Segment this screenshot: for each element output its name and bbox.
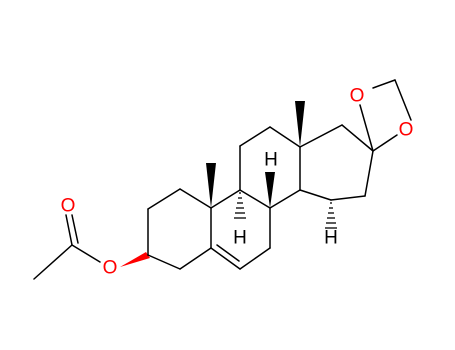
ester-c-o-bond: [71, 244, 101, 263]
ester-wedge-bond: [120, 252, 150, 267]
dioxolane-bond-4: [394, 79, 412, 121]
c8-hydrogen-wedge: [265, 172, 275, 208]
ring-a-bond-6: [147, 254, 181, 270]
ring-b-bond-4: [239, 247, 271, 270]
dioxolane-oxygen-right-label: O: [399, 120, 414, 141]
carbonyl-oxygen-label: O: [61, 196, 76, 217]
c10-methyl-wedge: [206, 163, 216, 208]
c13-methyl-wedge: [295, 101, 305, 147]
ring-b-double-bond-inner: [216, 244, 240, 262]
ring-b-bond-1: [210, 189, 241, 209]
dioxolane-bond-2: [372, 134, 398, 152]
ester-oxygen-label: O: [103, 258, 118, 279]
ring-a-bond-2: [147, 188, 181, 210]
c8-hydrogen-label: H: [264, 150, 278, 171]
dioxolane-bond-1: [359, 104, 374, 152]
ring-a-bond-5: [179, 247, 212, 270]
ring-c-bond-2: [239, 126, 271, 147]
ring-d-bond-1: [299, 124, 343, 148]
ring-c-bond-3: [269, 126, 301, 148]
ring-d-bond-2: [341, 124, 374, 152]
c14-hydrogen-label: H: [324, 228, 338, 249]
ring-d-bond-5: [299, 189, 332, 201]
acetyl-methyl-bond: [33, 244, 73, 280]
ring-d-bond-3: [364, 150, 374, 197]
ring-b-bond-2: [239, 189, 271, 209]
c9-hydrogen-hash: [234, 192, 246, 219]
dioxolane-oxygen-top-label: O: [350, 86, 365, 107]
ring-c-bond-5: [269, 189, 301, 209]
ring-b-double-bond-outer: [210, 247, 241, 270]
ring-a-bond-3: [179, 188, 212, 209]
carbonyl-double-bond-b: [71, 214, 79, 244]
ring-d-bond-4: [330, 195, 366, 201]
c14-hydrogen-hash: [325, 202, 337, 229]
c9-hydrogen-label: H: [233, 228, 247, 249]
dioxolane-bond-3: [372, 79, 396, 89]
carbonyl-double-bond-a: [65, 214, 73, 246]
